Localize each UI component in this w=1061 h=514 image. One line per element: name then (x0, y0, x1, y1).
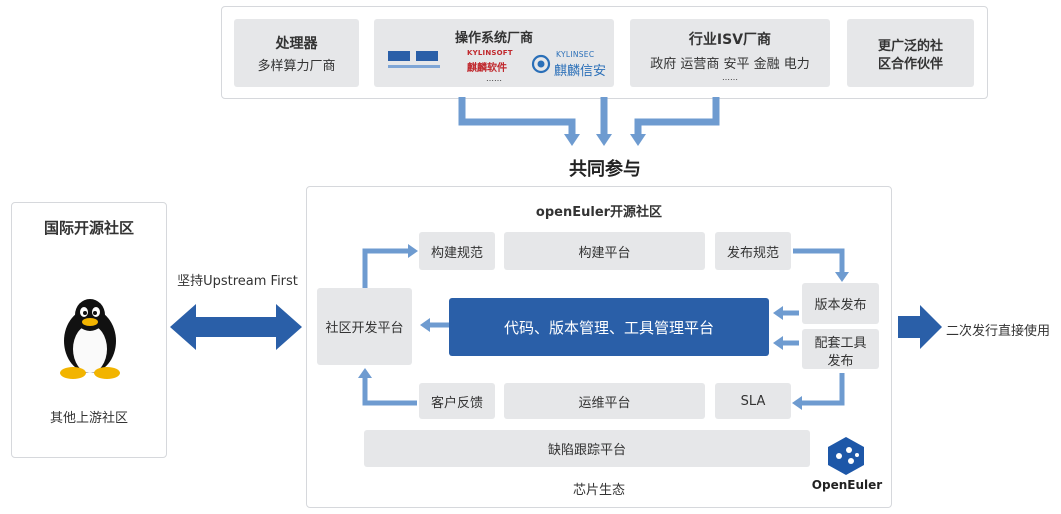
bidirectional-arrow-icon (170, 304, 302, 350)
broader-line1: 更广泛的社 (877, 39, 943, 54)
tool-release-box: 配套工具 发布 (802, 329, 879, 369)
build-spec-box: 构建规范 (419, 232, 495, 270)
processor-title: 处理器 (275, 36, 318, 52)
vendor-logo-1 (388, 51, 440, 75)
secondary-release-arrow-icon (898, 305, 942, 349)
openeuler-logo-text: OpenEuler (811, 478, 883, 492)
chip-ecology-label: 芯片生态 (572, 483, 625, 498)
openeuler-community-panel: openEuler开源社区 构建规范 构建平台 发布规范 社区开发平台 代码、版… (306, 186, 892, 508)
community-dev-platform-box: 社区开发平台 (317, 288, 412, 365)
kylinsoft-logo: KYLINSOFT 麒麟软件 (467, 49, 519, 79)
broader-partners-box: 更广泛的社 区合作伙伴 (847, 19, 974, 87)
version-release-box: 版本发布 (802, 283, 879, 324)
os-vendor-ellipsis: …… (486, 74, 502, 83)
os-vendor-title: 操作系统厂商 (454, 31, 533, 46)
os-vendor-box: 操作系统厂商 KYLINSOFT 麒麟软件 KYLINSEC 麒麟信安 …… (374, 19, 614, 87)
tool-release-line1: 配套工具 (814, 336, 867, 351)
kylinsec-mark-icon (531, 54, 551, 74)
intl-community-title: 国际开源社区 (43, 219, 134, 237)
release-spec-box: 发布规范 (715, 232, 791, 270)
upstream-community-caption: 其他上游社区 (49, 411, 128, 426)
joint-participation-label: 共同参与 (569, 159, 641, 180)
ops-platform-box: 运维平台 (504, 383, 705, 419)
code-version-tool-platform-box: 代码、版本管理、工具管理平台 (449, 298, 769, 356)
flow-arrows (358, 244, 849, 410)
upstream-first-label: 坚持Upstream First (177, 274, 298, 289)
processor-subtitle: 多样算力厂商 (257, 59, 336, 74)
build-platform-box: 构建平台 (504, 232, 705, 270)
tux-penguin-icon (60, 299, 120, 379)
openeuler-logo-icon (828, 437, 864, 475)
intl-community-panel: 国际开源社区 其他上游社区 (11, 202, 167, 458)
customer-feedback-box: 客户反馈 (419, 383, 495, 419)
openeuler-community-title: openEuler开源社区 (535, 205, 663, 220)
isv-title: 行业ISV厂商 (688, 32, 772, 48)
kylinsoft-logo-en: KYLINSOFT (467, 49, 513, 57)
kylinsec-logo-cn: 麒麟信安 (554, 64, 607, 79)
secondary-release-label: 二次发行直接使用 (946, 324, 1051, 339)
processor-box: 处理器 多样算力厂商 (234, 19, 359, 87)
partners-panel: 处理器 多样算力厂商 操作系统厂商 KYLINSOFT 麒麟软件 KYLINSE… (221, 6, 988, 99)
broader-line2: 区合作伙伴 (877, 57, 943, 72)
tool-release-line2: 发布 (827, 354, 854, 369)
isv-ellipsis: …… (722, 73, 738, 82)
defect-tracking-platform-box: 缺陷跟踪平台 (364, 430, 810, 467)
kylinsec-logo: KYLINSEC 麒麟信安 (530, 50, 610, 79)
isv-box: 行业ISV厂商 政府 运营商 安平 金融 电力 …… (630, 19, 830, 87)
sla-box: SLA (715, 383, 791, 419)
kylinsec-logo-en: KYLINSEC (556, 50, 595, 59)
isv-subtitle: 政府 运营商 安平 金融 电力 (650, 57, 810, 72)
kylinsoft-logo-cn: 麒麟软件 (467, 63, 507, 74)
